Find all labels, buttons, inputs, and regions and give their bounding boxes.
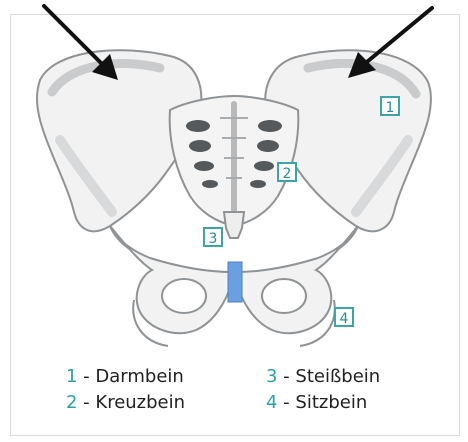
legend-text: - Darmbein (77, 366, 183, 387)
legend-number: 3 (266, 366, 277, 387)
legend-text: - Kreuzbein (77, 392, 185, 413)
legend-number: 1 (66, 366, 77, 387)
legend: 1 - Darmbein 2 - Kreuzbein 3 - Steißbein… (66, 366, 426, 416)
marker-4: 4 (334, 307, 354, 327)
legend-text: - Sitzbein (277, 392, 367, 413)
right-obturator-foramen (262, 279, 306, 313)
marker-3: 3 (203, 227, 223, 247)
legend-number: 4 (266, 392, 277, 413)
coccyx (224, 212, 244, 238)
legend-item-3: 3 - Steißbein (266, 366, 380, 387)
legend-item-4: 4 - Sitzbein (266, 392, 367, 413)
left-obturator-foramen (162, 279, 206, 313)
legend-text: - Steißbein (277, 366, 380, 387)
legend-item-2: 2 - Kreuzbein (66, 392, 185, 413)
legend-number: 2 (66, 392, 77, 413)
marker-1: 1 (380, 96, 400, 116)
marker-2: 2 (277, 162, 297, 182)
pubic-symphysis (228, 262, 242, 302)
legend-item-1: 1 - Darmbein (66, 366, 184, 387)
